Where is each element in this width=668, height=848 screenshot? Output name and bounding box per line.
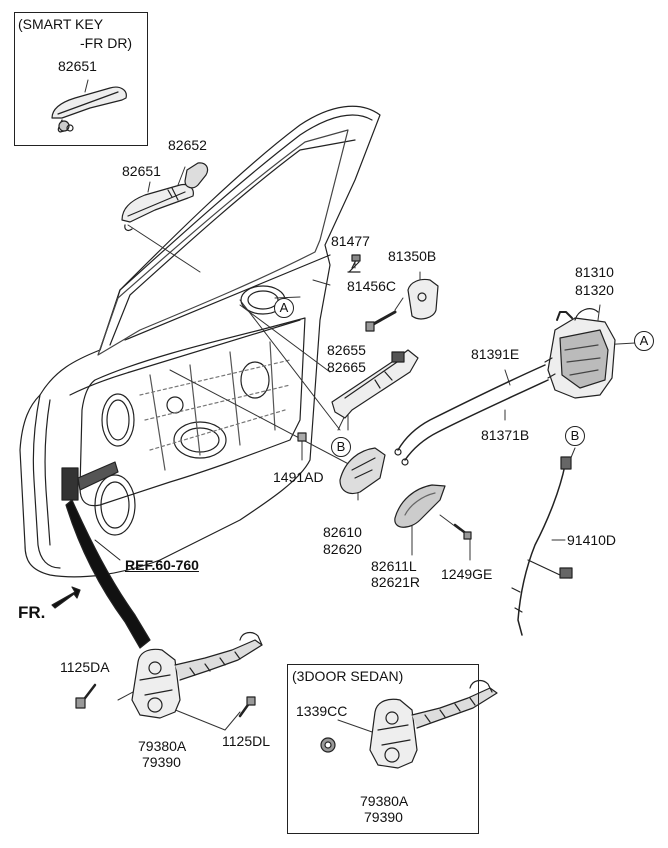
part-82651-box: 82651 [58, 58, 97, 74]
outside-handle [121, 183, 194, 231]
fr-arrow [51, 586, 81, 609]
striker [407, 278, 439, 320]
part-82611l: 82611L [371, 558, 417, 574]
door-checker-sedan [369, 679, 498, 769]
part-1125dl: 1125DL [222, 733, 271, 749]
bolt-81456c [365, 310, 397, 332]
part-82610: 82610 [323, 524, 362, 540]
screw-81477 [347, 254, 361, 273]
door-panel [19, 105, 381, 578]
part-81320: 81320 [575, 282, 614, 298]
callout-b-handle: B [331, 437, 351, 457]
ref-label: REF.60-760 [125, 557, 199, 573]
smart-key-title: (SMART KEY [18, 16, 104, 32]
part-81477: 81477 [331, 233, 370, 249]
part-79390: 79390 [142, 754, 181, 770]
handle-cap [184, 162, 209, 189]
handle-garnish [394, 484, 446, 528]
inside-handle [331, 349, 419, 419]
ref-arrow [65, 499, 151, 649]
part-81371b: 81371B [481, 427, 530, 443]
part-81350b: 81350B [388, 248, 437, 264]
smart-key-box [14, 12, 148, 146]
callout-a-door: A [274, 298, 294, 318]
part-82665: 82665 [327, 359, 366, 375]
part-81456c: 81456C [347, 278, 397, 294]
screw-1249ge [453, 523, 472, 540]
door-checker [131, 631, 263, 719]
part-82655: 82655 [327, 342, 366, 358]
part-81310: 81310 [575, 264, 614, 280]
callout-a-latch: A [634, 331, 654, 351]
callout-b-wiring: B [565, 426, 585, 446]
part-79390-sedan: 79390 [364, 809, 403, 825]
smart-key-subtitle: -FR DR) [80, 35, 133, 51]
clip-1491ad [297, 432, 307, 442]
part-79380a: 79380A [138, 738, 187, 754]
door-latch [547, 308, 616, 399]
part-1125da: 1125DA [60, 659, 110, 675]
part-82620: 82620 [323, 541, 362, 557]
part-91410d: 91410D [567, 532, 617, 548]
part-82621r: 82621R [371, 574, 421, 590]
part-1491ad: 1491AD [273, 469, 324, 485]
sedan-title: (3DOOR SEDAN) [292, 668, 404, 684]
bolt-1125dl [238, 696, 256, 718]
sedan-box [287, 664, 479, 834]
nut-1339cc [320, 737, 336, 753]
latch-cables [394, 357, 556, 466]
part-1249ge: 1249GE [441, 566, 493, 582]
handle-base [339, 447, 386, 495]
smart-key-handle [51, 86, 127, 133]
part-1339cc: 1339CC [296, 703, 348, 719]
part-82651: 82651 [122, 163, 161, 179]
part-79380a-sedan: 79380A [360, 793, 409, 809]
part-82652: 82652 [168, 137, 207, 153]
part-81391e: 81391E [471, 346, 520, 362]
wiring-harness [511, 456, 573, 636]
fr-label: FR. [18, 603, 46, 622]
bolt-1125da [75, 683, 97, 709]
